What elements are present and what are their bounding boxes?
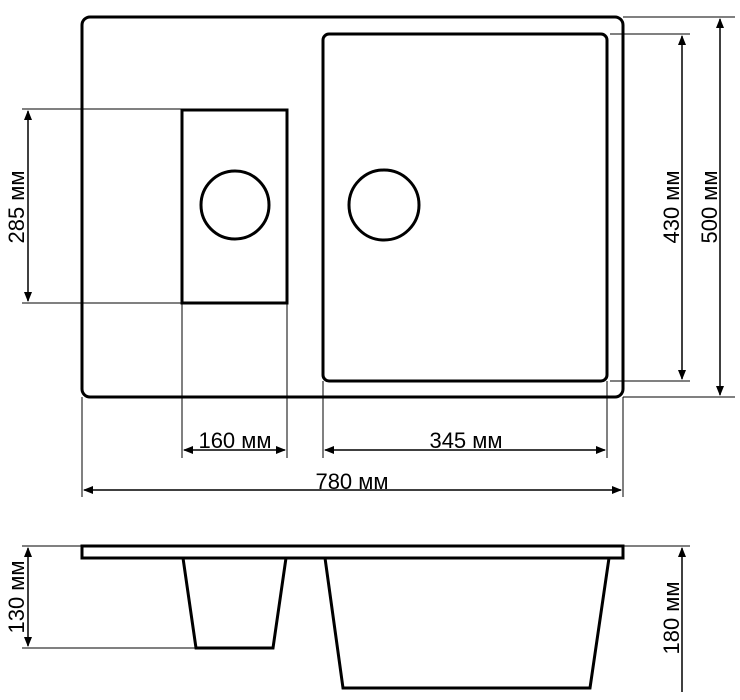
small-bowl-drain-icon (199, 169, 271, 241)
overall-width-label: 780 мм (315, 469, 388, 494)
large-bowl-profile (323, 557, 611, 690)
top-view (80, 15, 625, 399)
sink-rim-profile (80, 544, 625, 560)
extension-lines (22, 16, 735, 497)
small-bowl-outline (180, 108, 289, 305)
small-bowl-depth-label: 130 мм (4, 560, 29, 633)
large-bowl-drain-icon (347, 168, 421, 242)
bowl-width-label: 345 мм (429, 428, 502, 453)
side-view (80, 544, 625, 690)
overall-height-label: 500 мм (697, 170, 722, 243)
large-bowl-outline (321, 32, 609, 383)
dimension-lines (24, 18, 724, 494)
bowl-height-label: 430 мм (659, 170, 684, 243)
bowl-depth-label: 180 мм (659, 581, 684, 654)
side-extension-lines (22, 545, 690, 649)
small-bowl-height-label: 285 мм (4, 170, 29, 243)
sink-outline (80, 15, 625, 399)
side-dimension-lines (24, 547, 686, 692)
small-bowl-width-label: 160 мм (198, 428, 271, 453)
small-bowl-profile (181, 557, 288, 650)
